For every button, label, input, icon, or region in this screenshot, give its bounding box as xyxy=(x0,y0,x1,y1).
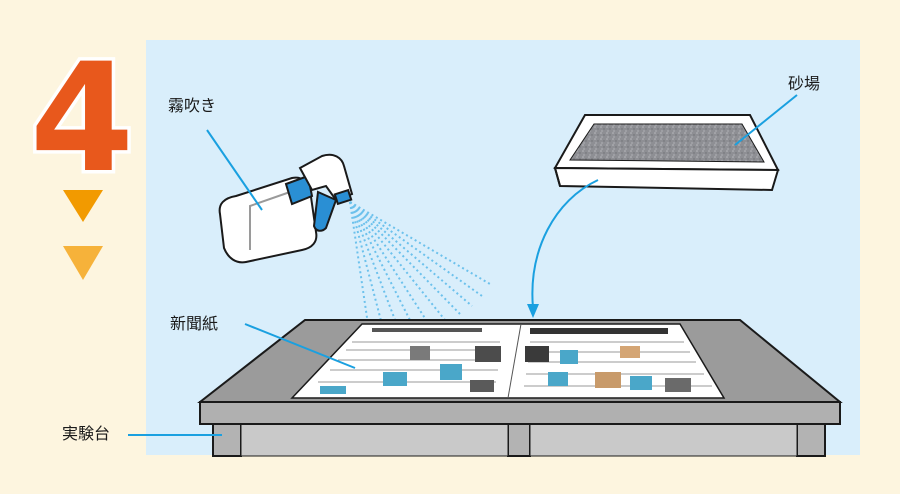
step-number: 4 xyxy=(26,29,137,210)
down-arrow-1 xyxy=(63,190,103,222)
transfer-arrow xyxy=(531,179,599,309)
label-lab-table: 実験台 xyxy=(62,424,111,443)
newspaper xyxy=(290,323,726,399)
label-newspaper: 新聞紙 xyxy=(170,314,219,333)
sandbox-tray xyxy=(553,114,780,192)
spray-mist xyxy=(349,201,491,339)
down-arrow-2 xyxy=(63,246,103,280)
leader-lines xyxy=(128,94,798,436)
label-sprayer: 霧吹き xyxy=(168,96,217,115)
label-sandbox: 砂場 xyxy=(788,74,821,93)
step-number-text: 4 xyxy=(30,32,134,206)
spray-bottle xyxy=(218,153,354,264)
